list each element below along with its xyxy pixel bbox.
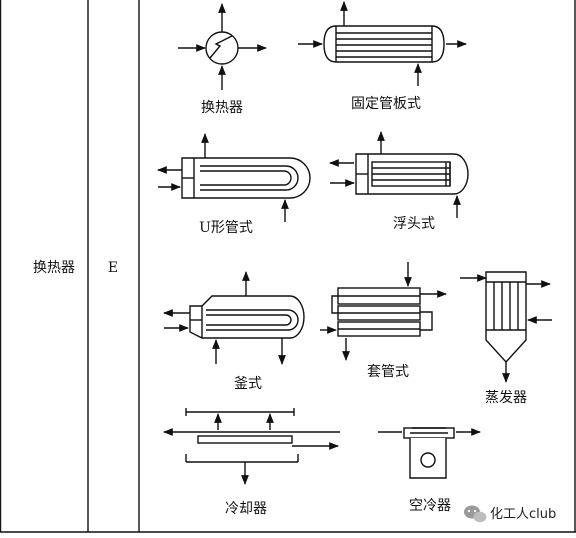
double-pipe-icon <box>320 262 447 361</box>
code-cell: E <box>108 260 118 276</box>
heat-exchanger-icon <box>178 3 267 90</box>
u-tube-label: U形管式 <box>199 220 253 236</box>
floating-head-icon <box>329 131 469 218</box>
double-pipe-label: 套管式 <box>367 364 409 380</box>
cooler-label: 冷却器 <box>225 501 267 517</box>
kettle-icon <box>163 271 305 365</box>
floating-head-label: 浮头式 <box>393 216 435 232</box>
evaporator-label: 蒸发器 <box>485 390 527 406</box>
air-cooler-label: 空冷器 <box>409 498 451 514</box>
heat-exchanger-label: 换热器 <box>201 99 243 116</box>
u-tube-icon <box>157 133 311 222</box>
watermark-text: 化工人club <box>490 507 556 522</box>
kettle-label: 釜式 <box>234 376 262 392</box>
fixed-tube-sheet-icon <box>298 1 467 86</box>
air-cooler-icon <box>378 427 481 479</box>
wechat-icon <box>464 505 487 523</box>
fixed-tube-sheet-label: 固定管板式 <box>351 96 421 112</box>
category-cell: 换热器 <box>33 259 75 276</box>
evaporator-icon <box>460 271 552 383</box>
cooler-icon <box>163 408 340 485</box>
